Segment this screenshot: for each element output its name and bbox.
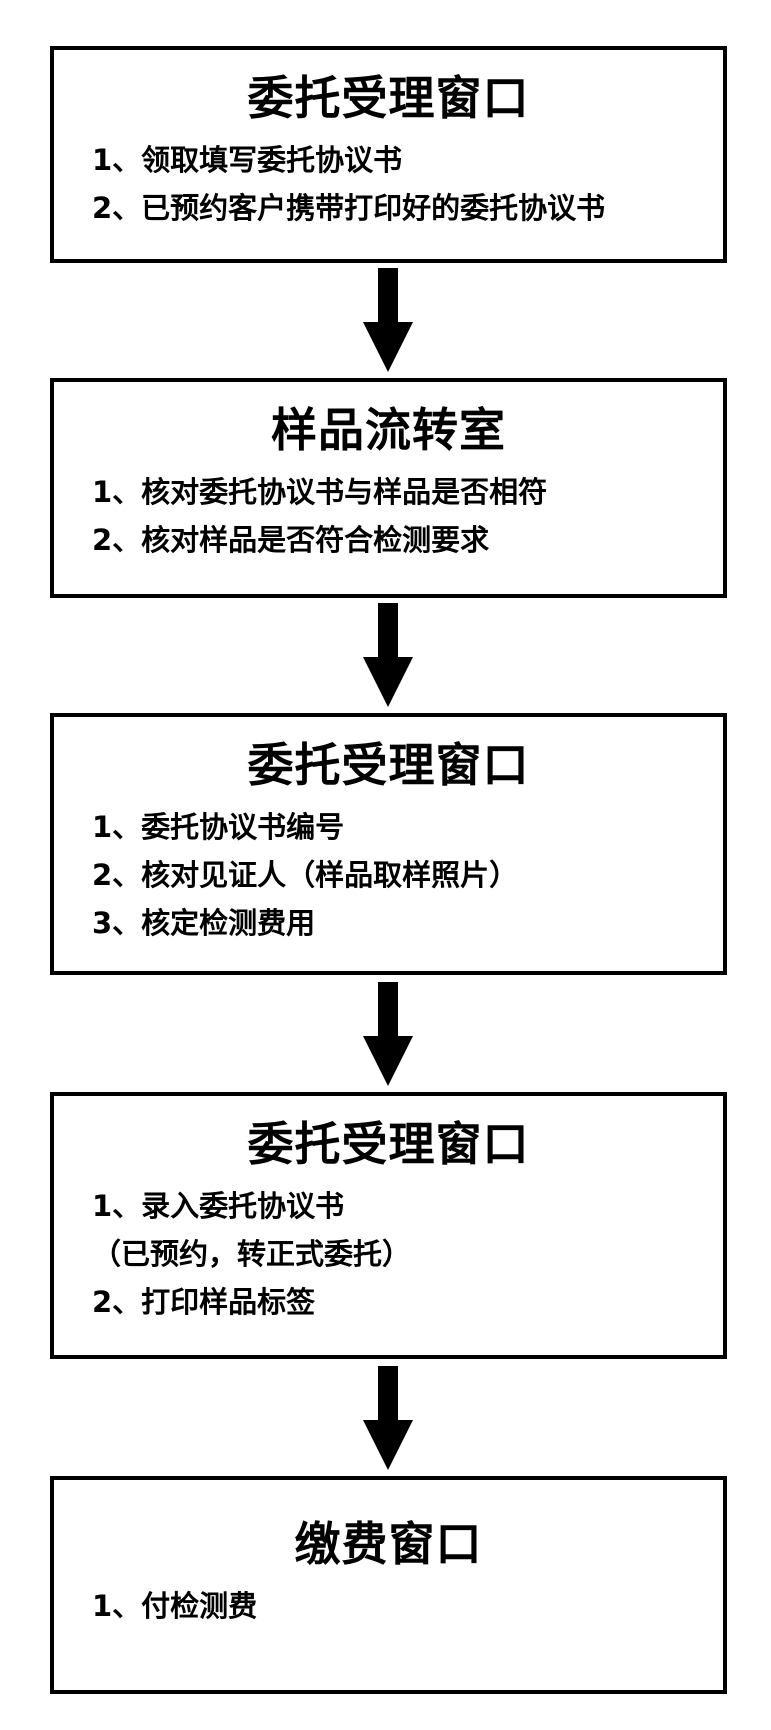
step-item-list: 1、领取填写委托协议书 2、已预约客户携带打印好的委托协议书 [54,126,723,232]
step-item: 2、打印样品标签 [92,1285,316,1319]
step-item: 1、领取填写委托协议书 [92,143,403,177]
step-item: 1、付检测费 [92,1589,258,1623]
step-item-list: 1、付检测费 [54,1572,723,1630]
step-item: 2、核对样品是否符合检测要求 [92,523,490,557]
step-item: 2、已预约客户携带打印好的委托协议书 [92,191,606,225]
step-title: 委托受理窗口 [247,71,530,125]
arrow-down-icon [363,268,413,372]
step-item: 1、录入委托协议书 [92,1189,345,1223]
step-item-list: 1、委托协议书编号 2、核对见证人（样品取样照片） 3、核定检测费用 [54,793,723,947]
step-item: （已预约，转正式委托） [92,1237,412,1271]
step-box-1: 委托受理窗口 1、领取填写委托协议书 2、已预约客户携带打印好的委托协议书 [50,46,727,263]
step-box-4: 委托受理窗口 1、录入委托协议书 （已预约，转正式委托） 2、打印样品标签 [50,1092,727,1359]
step-item-list: 1、核对委托协议书与样品是否相符 2、核对样品是否符合检测要求 [54,458,723,564]
step-box-3: 委托受理窗口 1、委托协议书编号 2、核对见证人（样品取样照片） 3、核定检测费… [50,713,727,975]
arrow-down-icon [363,982,413,1086]
step-item: 3、核定检测费用 [92,906,316,940]
step-title: 缴费窗口 [294,1517,483,1571]
arrow-down-icon [363,603,413,707]
step-title: 委托受理窗口 [247,1117,530,1171]
step-box-5: 缴费窗口 1、付检测费 [50,1476,727,1694]
step-item: 1、核对委托协议书与样品是否相符 [92,475,548,509]
step-title: 样品流转室 [271,403,506,457]
step-item: 2、核对见证人（样品取样照片） [92,858,519,892]
step-title: 委托受理窗口 [247,738,530,792]
step-item: 1、委托协议书编号 [92,810,345,844]
step-box-2: 样品流转室 1、核对委托协议书与样品是否相符 2、核对样品是否符合检测要求 [50,378,727,598]
arrow-down-icon [363,1366,413,1470]
step-item-list: 1、录入委托协议书 （已预约，转正式委托） 2、打印样品标签 [54,1172,723,1326]
